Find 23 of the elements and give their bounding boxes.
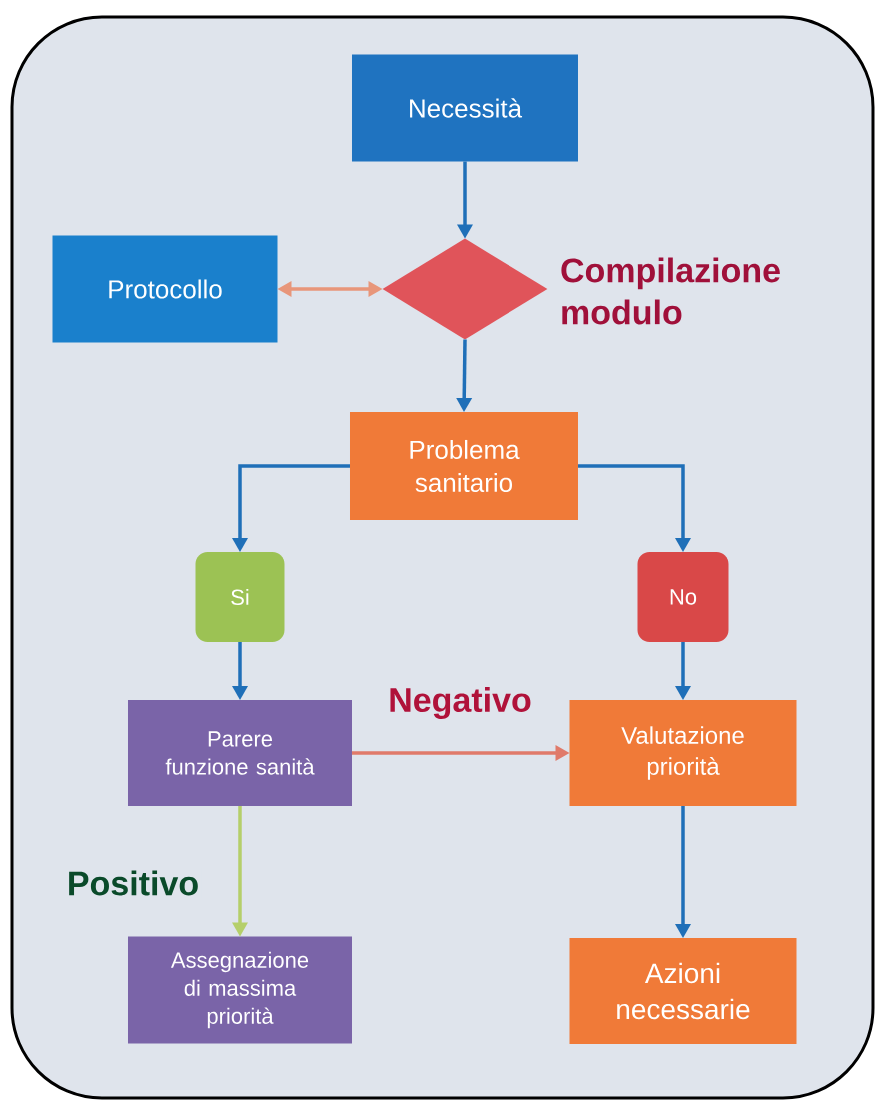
arrow: [232, 806, 248, 937]
arrow: [232, 464, 350, 552]
process-box: No: [637, 552, 729, 642]
arrow: [457, 161, 473, 239]
arrow: [675, 806, 691, 938]
arrow: [352, 745, 570, 761]
process-box: Si: [195, 552, 285, 642]
annotation-text: Compilazione modulo: [561, 257, 780, 325]
arrow: [675, 642, 691, 700]
process-box: Necessità: [352, 54, 578, 162]
process-box: Valutazione priorità: [569, 700, 797, 806]
process-box: Assegnazione di massima priorità: [128, 936, 352, 1044]
arrow: [277, 281, 383, 297]
arrow: [456, 339, 473, 412]
arrow: [578, 464, 691, 552]
process-box: Azioni necessarie: [569, 938, 797, 1044]
process-box: Problema sanitario: [350, 412, 578, 520]
process-box: Protocollo: [52, 235, 278, 343]
arrow: [232, 642, 248, 700]
edge-label: Positivo: [64, 868, 202, 898]
process-box: Parere funzione sanità: [128, 700, 352, 806]
edge-label: Negativo: [386, 685, 534, 721]
decision-diamond: [382, 238, 548, 340]
